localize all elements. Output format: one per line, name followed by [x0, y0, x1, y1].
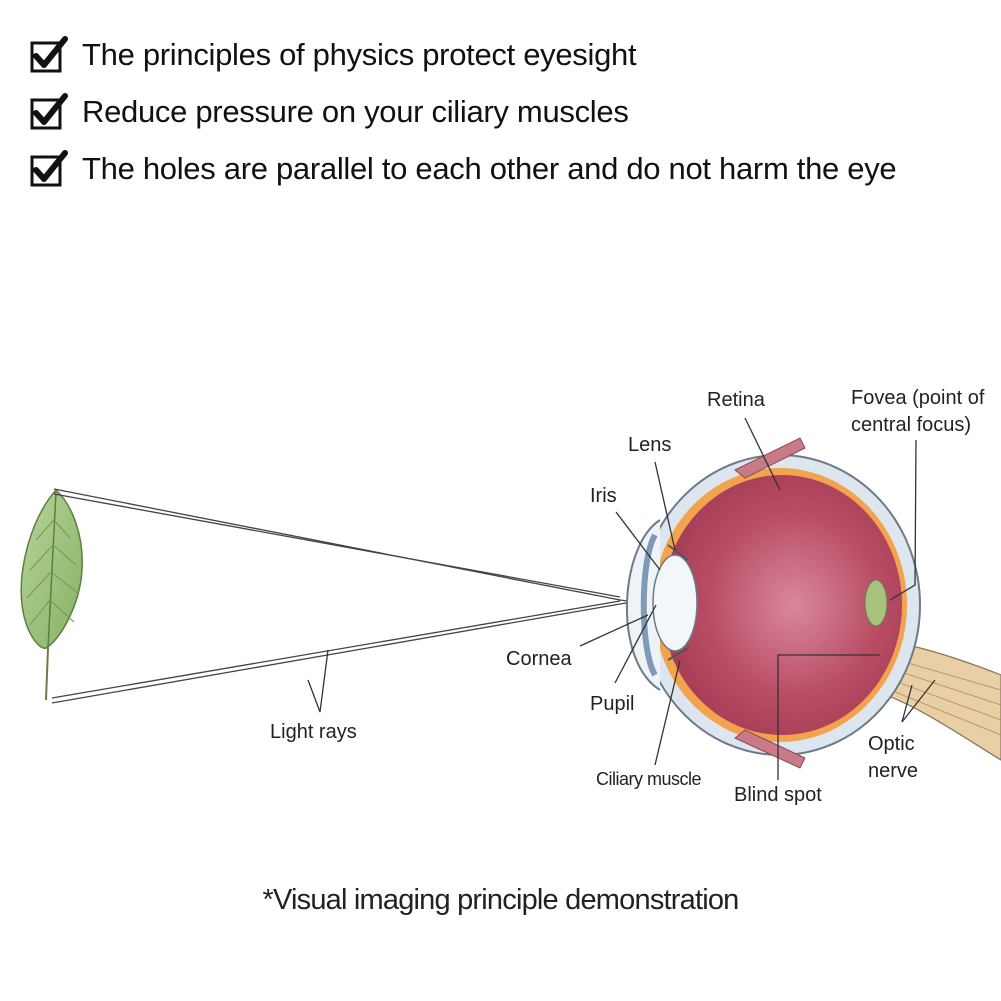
feature-text: The holes are parallel to each other and… — [82, 150, 897, 186]
eyeball — [639, 437, 921, 769]
checkbox-check-icon — [30, 92, 68, 131]
label-optic-line1: Optic — [868, 733, 915, 755]
checkbox-check-icon — [30, 149, 68, 188]
leaf-object — [20, 488, 83, 701]
feature-text: Reduce pressure on your ciliary muscles — [82, 93, 629, 129]
caption: *Visual imaging principle demonstration — [262, 884, 739, 916]
fovea — [864, 579, 888, 627]
label-pupil: Pupil — [590, 693, 634, 715]
label-ciliary-muscle: Ciliary muscle — [596, 769, 702, 789]
feature-text: The principles of physics protect eyesig… — [82, 36, 637, 72]
label-iris: Iris — [590, 485, 617, 507]
label-retina: Retina — [707, 389, 766, 411]
label-fovea-line1: Fovea (point of — [851, 387, 985, 409]
label-optic-line2: nerve — [868, 760, 918, 782]
feature-item: The holes are parallel to each other and… — [30, 140, 897, 197]
feature-item: The principles of physics protect eyesig… — [30, 26, 896, 83]
leader-lines — [307, 417, 936, 780]
label-cornea: Cornea — [506, 648, 572, 670]
label-lens: Lens — [628, 434, 671, 456]
feature-list: The principles of physics protect eyesig… — [30, 26, 897, 197]
label-blind-spot: Blind spot — [734, 784, 822, 806]
label-fovea-line2: central focus) — [851, 414, 971, 436]
label-light-rays: Light rays — [270, 721, 357, 743]
checkbox-check-icon — [30, 35, 68, 74]
front-eye — [625, 519, 698, 691]
feature-item: Reduce pressure on your ciliary muscles — [30, 83, 896, 140]
